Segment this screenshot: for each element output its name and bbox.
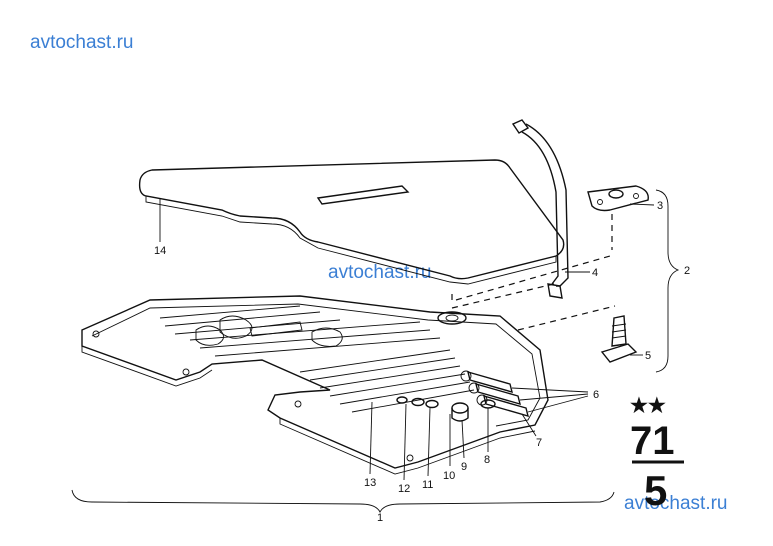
group-code-sub: 5 [644, 467, 667, 514]
group-brace [655, 189, 680, 373]
callout-7: 7 [536, 437, 542, 449]
callout-11: 11 [422, 479, 433, 491]
group-code-main: 71 [630, 419, 675, 463]
callout-6: 6 [593, 389, 599, 401]
callout-10: 10 [443, 470, 455, 482]
group-code-stars: ★★ [630, 395, 666, 417]
callout-8: 8 [484, 454, 490, 466]
stay-rod [511, 119, 569, 299]
callout-12: 12 [398, 483, 410, 495]
watermark-top-left: avtochast.ru [30, 32, 134, 53]
leader-lines [159, 198, 655, 481]
bolt [600, 315, 638, 363]
tool-tray [81, 295, 549, 475]
callout-14: 14 [154, 245, 166, 257]
callout-13: 13 [364, 477, 376, 489]
callout-3: 3 [657, 200, 663, 212]
cover-panel [138, 159, 565, 285]
callout-2: 2 [684, 265, 690, 277]
watermark-center: avtochast.ru [328, 262, 432, 283]
callout-1: 1 [377, 512, 383, 524]
watermark-bottom-right: avtochast.ru [624, 493, 728, 514]
bracket-plate [587, 185, 649, 212]
callout-5: 5 [645, 350, 651, 362]
callout-4: 4 [592, 267, 598, 279]
bottom-brace [71, 489, 615, 514]
assembly-lines [451, 214, 616, 331]
callout-9: 9 [461, 461, 467, 473]
